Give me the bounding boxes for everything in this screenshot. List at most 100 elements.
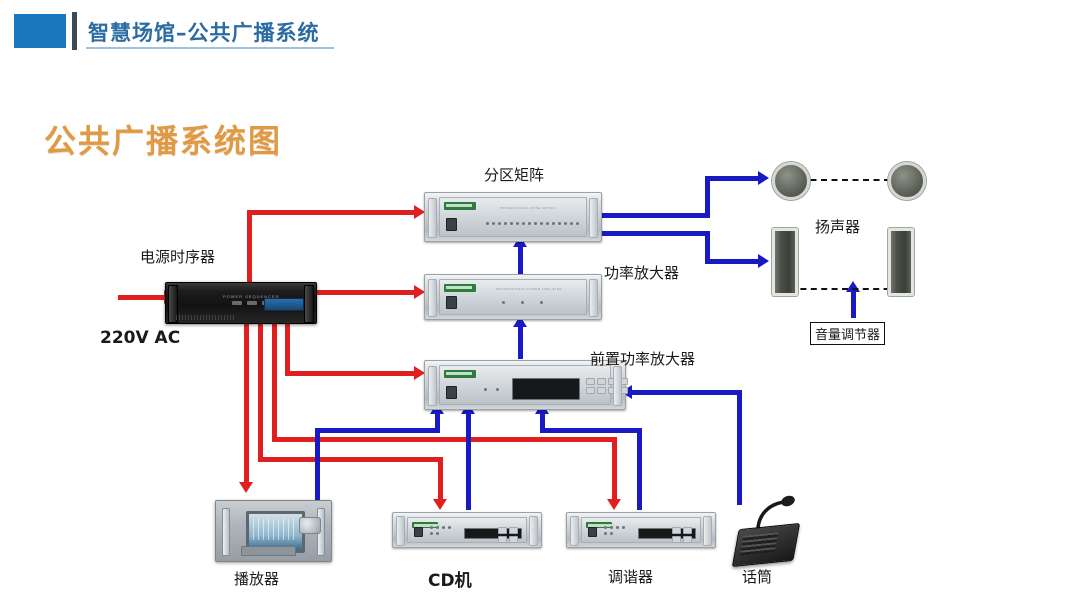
preamp-power-switch[interactable] xyxy=(446,386,457,399)
power-line-sequencer-down-cd xyxy=(258,320,263,462)
speaker-ceiling-left xyxy=(772,162,810,200)
device-tuner[interactable] xyxy=(566,512,716,548)
brand-square-icon xyxy=(14,14,66,48)
label-speakers: 扬声器 xyxy=(815,218,861,236)
preamp-lcd-display xyxy=(512,378,580,400)
signal-line-to-column-speaker xyxy=(705,259,761,264)
arrowhead-to-ceiling-speaker xyxy=(758,171,769,185)
player-drive-slot xyxy=(241,546,297,557)
label-tuner: 调谐器 xyxy=(608,568,654,586)
signal-line-matrix-out-top xyxy=(600,213,710,218)
power-line-sequencer-to-player xyxy=(244,320,249,485)
brand-logo-icon xyxy=(412,522,440,528)
poweramp-model-text: PROFESSIONAL POWER AMPLIFIER xyxy=(496,287,562,291)
cd-faceplate xyxy=(407,517,527,543)
speaker-link-dashed-bottom xyxy=(790,288,900,290)
poweramp-faceplate: PROFESSIONAL POWER AMPLIFIER xyxy=(439,279,587,315)
signal-line-poweramp-to-matrix xyxy=(518,245,523,277)
rack-ear-left xyxy=(168,285,178,323)
power-line-sequencer-to-preamp xyxy=(285,371,417,376)
brand-logo-icon xyxy=(444,202,476,210)
cd-transport-buttons[interactable] xyxy=(498,527,518,543)
cd-power-switch[interactable] xyxy=(414,527,423,537)
signal-line-cd-to-preamp xyxy=(466,412,471,510)
tuner-power-switch[interactable] xyxy=(588,527,597,537)
signal-line-tuner-across xyxy=(540,428,642,433)
arrowhead-volume-to-speakers xyxy=(846,281,860,292)
power-line-sequencer-across-cd xyxy=(258,457,443,462)
label-player: 播放器 xyxy=(234,570,280,588)
device-zone-matrix[interactable]: PROFESSIONAL ZONE MATRIX xyxy=(424,192,602,242)
signal-line-mic-up xyxy=(737,390,742,505)
player-handle-left xyxy=(222,508,230,556)
power-line-down-to-tuner xyxy=(612,437,617,502)
tuner-preset-buttons[interactable] xyxy=(672,527,692,543)
device-microphone[interactable] xyxy=(730,490,810,568)
signal-line-matrix-out-bottom xyxy=(600,231,710,236)
arrowhead-sequencer-to-preamp xyxy=(414,366,425,380)
power-line-sequencer-to-matrix xyxy=(247,210,417,215)
signal-line-matrix-up-ceiling xyxy=(705,176,710,218)
sequencer-model-text: POWER SEQUENCER xyxy=(223,294,280,300)
microphone-zone-keys[interactable] xyxy=(739,532,779,556)
label-pre-amplifier: 前置功率放大器 xyxy=(590,350,696,368)
poweramp-indicators xyxy=(502,301,543,304)
poweramp-power-switch[interactable] xyxy=(446,296,457,309)
speaker-link-dashed-top xyxy=(800,179,890,181)
signal-line-matrix-down-column xyxy=(705,231,710,264)
arrowhead-sequencer-to-cd xyxy=(433,499,447,510)
signal-line-preamp-to-poweramp xyxy=(518,325,523,359)
arrowhead-sequencer-to-matrix xyxy=(414,205,425,219)
header-title: 智慧场馆–公共广播系统 xyxy=(88,21,320,45)
player-screen xyxy=(245,510,305,553)
header-underline xyxy=(86,47,334,49)
device-pre-amplifier[interactable] xyxy=(424,360,628,410)
device-power-amplifier[interactable]: PROFESSIONAL POWER AMPLIFIER xyxy=(424,274,602,320)
signal-line-mic-to-preamp xyxy=(632,390,742,395)
matrix-faceplate: PROFESSIONAL ZONE MATRIX xyxy=(439,197,587,237)
matrix-power-switch[interactable] xyxy=(446,218,457,231)
preamp-faceplate xyxy=(439,365,628,405)
label-zone-matrix: 分区矩阵 xyxy=(484,166,545,184)
signal-line-player-across xyxy=(315,428,439,433)
cd-display xyxy=(464,528,522,539)
label-volume-controller: 音量调节器 xyxy=(810,322,886,345)
device-power-sequencer[interactable]: POWER SEQUENCER xyxy=(165,282,317,324)
power-line-sequencer-down-preamp xyxy=(285,320,290,376)
label-mains-voltage: 220V AC xyxy=(100,328,181,348)
preamp-indicators xyxy=(484,388,499,391)
player-jog-knob[interactable] xyxy=(298,516,321,534)
signal-line-volume-to-speakers xyxy=(851,290,856,318)
signal-line-tuner-into-preamp xyxy=(540,412,545,433)
preamp-keypad[interactable] xyxy=(586,378,628,394)
matrix-model-text: PROFESSIONAL ZONE MATRIX xyxy=(500,206,557,210)
matrix-zone-leds xyxy=(486,222,579,225)
tuner-buttons[interactable] xyxy=(604,526,628,535)
tuner-faceplate xyxy=(581,517,701,543)
device-cd-player[interactable] xyxy=(392,512,542,548)
power-line-sequencer-across-tuner xyxy=(272,437,617,442)
power-line-down-to-cd xyxy=(438,457,443,502)
arrowhead-preamp-to-poweramp xyxy=(513,316,527,327)
label-cd-player: CD机 xyxy=(428,571,472,591)
power-line-mains-to-sequencer xyxy=(118,295,166,300)
cd-buttons[interactable] xyxy=(430,526,454,535)
signal-line-player-up xyxy=(315,428,320,510)
arrowhead-sequencer-to-poweramp xyxy=(414,285,425,299)
brand-logo-icon xyxy=(586,522,614,528)
signal-line-to-ceiling-speaker xyxy=(705,176,761,181)
label-microphone: 话筒 xyxy=(742,568,773,586)
power-line-sequencer-up xyxy=(247,210,252,285)
tuner-display xyxy=(638,528,696,539)
speaker-ceiling-right xyxy=(888,162,926,200)
label-power-amplifier: 功率放大器 xyxy=(604,264,680,282)
page-title: 公共广播系统图 xyxy=(44,122,283,160)
speaker-column-right xyxy=(888,228,914,296)
rack-ear-right xyxy=(304,285,314,323)
power-line-sequencer-to-poweramp xyxy=(315,290,417,295)
arrowhead-sequencer-to-player xyxy=(239,482,253,493)
signal-line-player-into-preamp xyxy=(435,412,440,433)
label-power-sequencer: 电源时序器 xyxy=(140,248,216,266)
speaker-column-left xyxy=(772,228,798,296)
device-player[interactable] xyxy=(215,500,332,562)
